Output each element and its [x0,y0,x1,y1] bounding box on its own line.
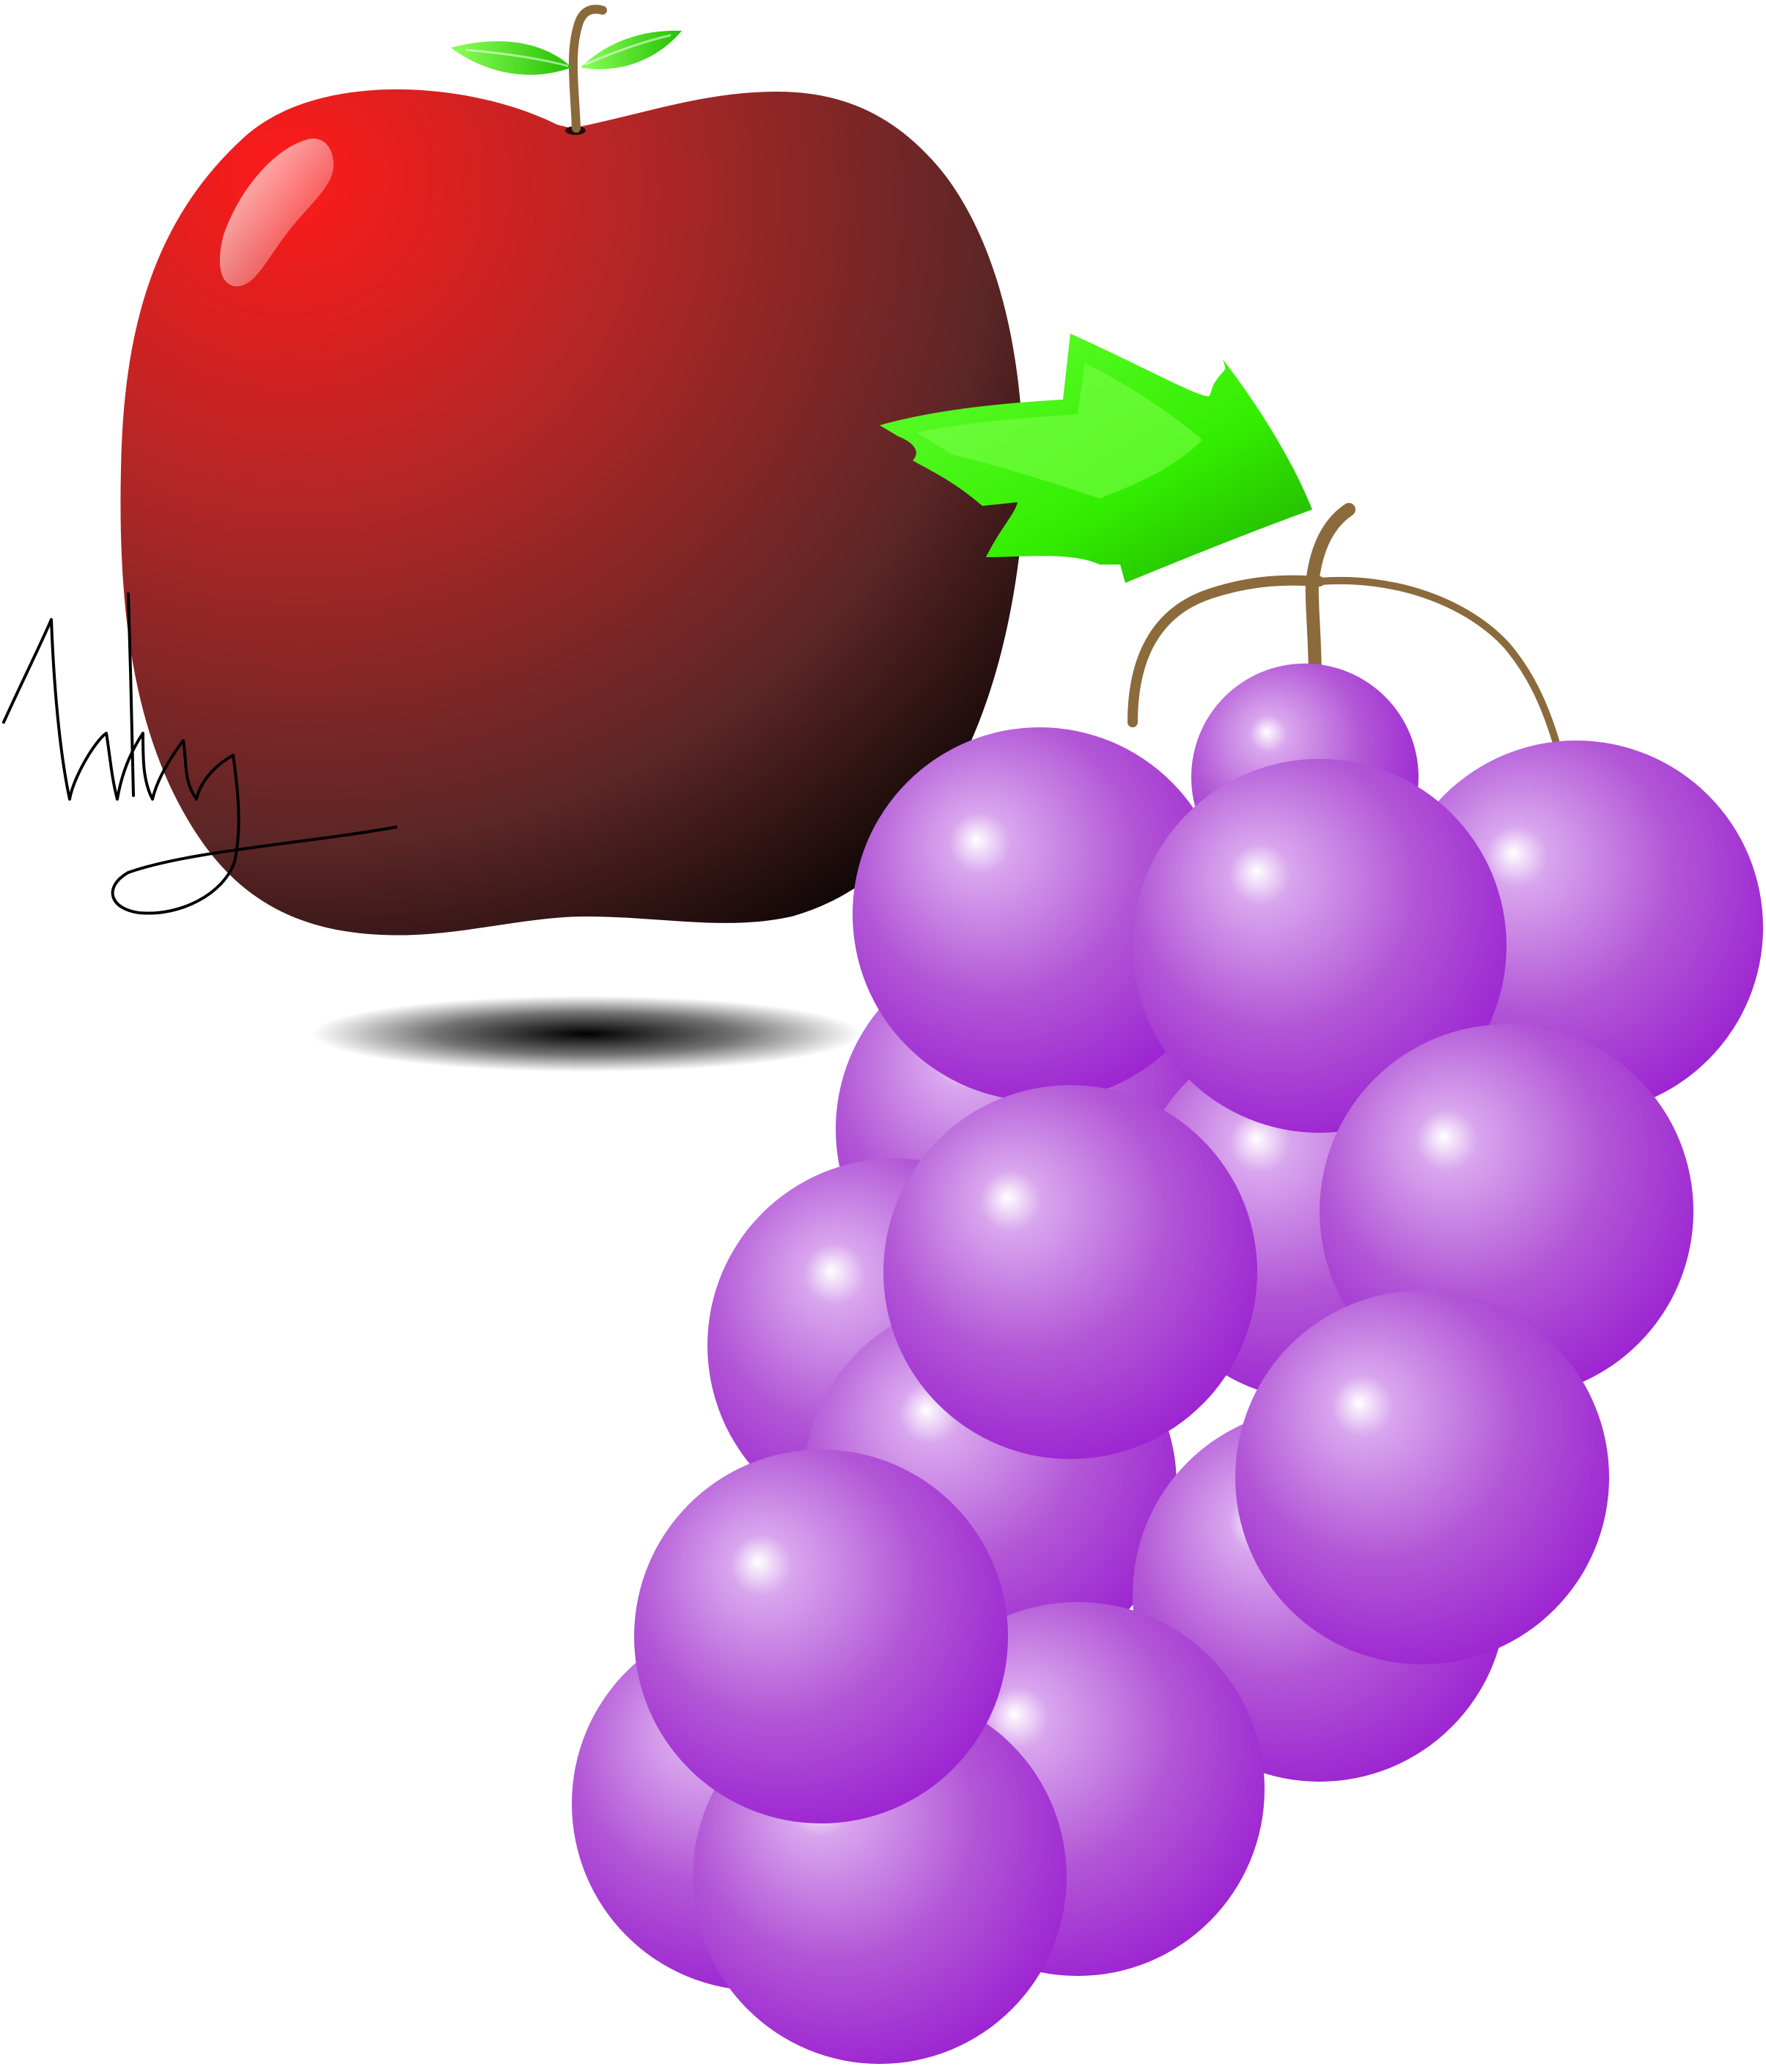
apple-leaf-right [581,30,682,70]
apple-shadow [312,996,861,1072]
apple-leaf-left [451,41,572,75]
grape [853,727,1226,1101]
grape [1235,1290,1609,1664]
apple-stem [568,4,607,133]
grape [634,1450,1008,1823]
leaf-arrow-inner [916,363,1202,499]
grape [883,1085,1257,1459]
apple-leaf-vein-right [584,34,672,66]
apple [120,4,1023,936]
grape-stem-left [1127,575,1325,727]
signature [2,592,397,915]
grape-bunch [572,664,1763,2064]
apple-leaf-vein-left [465,48,569,67]
grape [1133,759,1506,1133]
apple-body [120,89,1023,936]
apple-gloss [219,139,334,287]
grape-stem-right [1316,576,1559,744]
